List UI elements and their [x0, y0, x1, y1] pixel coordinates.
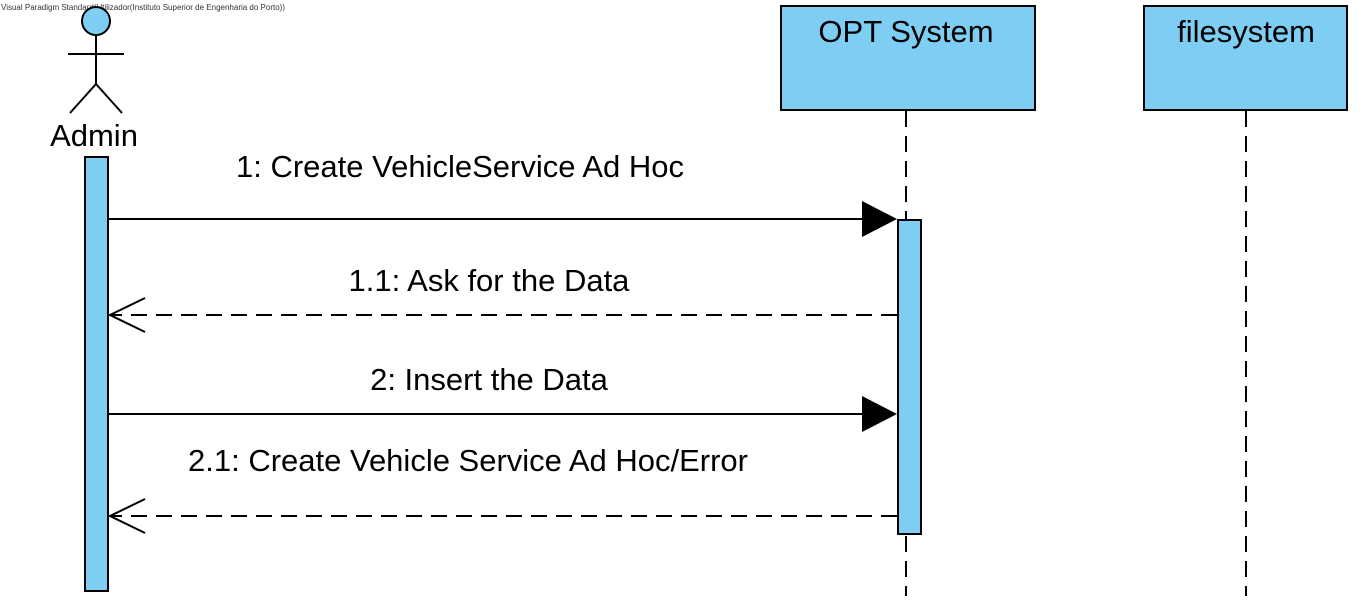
- message-label: 2: Insert the Data: [370, 362, 609, 397]
- opt-system-activation-bar: [897, 219, 922, 535]
- lifeline-name-filesystem: filesystem: [1177, 14, 1315, 49]
- lifeline-filesystem[interactable]: filesystem: [1143, 5, 1348, 596]
- lifeline-opt-system[interactable]: OPT System: [780, 5, 1036, 596]
- stick-figure-icon: [68, 6, 124, 114]
- lifeline-head-filesystem[interactable]: [1143, 5, 1348, 111]
- lifeline-head-opt-system[interactable]: [780, 5, 1036, 111]
- watermark-text: Visual Paradigm Standard(Utilizador(Inst…: [1, 3, 285, 12]
- message-label: 1.1: Ask for the Data: [349, 263, 631, 298]
- message-2[interactable]: 2: Insert the Data: [109, 362, 897, 432]
- message-label: 1: Create VehicleService Ad Hoc: [236, 149, 684, 184]
- actor-admin[interactable]: Admin: [50, 6, 138, 153]
- filled-arrowhead-icon: [862, 396, 897, 432]
- message-2-1[interactable]: 2.1: Create Vehicle Service Ad Hoc/Error: [107, 443, 897, 534]
- filled-arrowhead-icon: [862, 201, 897, 237]
- actor-name: Admin: [50, 118, 138, 153]
- admin-activation-bar: [84, 156, 109, 592]
- message-label: 2.1: Create Vehicle Service Ad Hoc/Error: [188, 443, 748, 478]
- message-1[interactable]: 1: Create VehicleService Ad Hoc: [109, 149, 897, 237]
- lifeline-name-opt-system: OPT System: [818, 14, 993, 49]
- message-1-1[interactable]: 1.1: Ask for the Data: [107, 263, 897, 333]
- open-arrowhead-icon: [107, 297, 146, 333]
- open-arrowhead-icon: [107, 498, 146, 534]
